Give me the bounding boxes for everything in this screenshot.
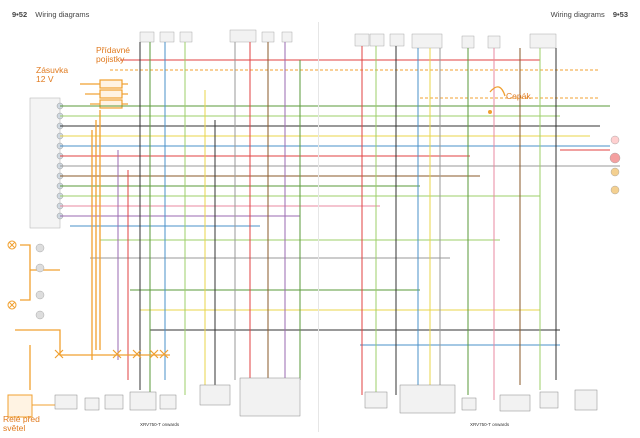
lamps-right <box>609 135 621 195</box>
page-number-left: 9•52 <box>12 10 28 19</box>
top-connectors-right <box>354 33 557 49</box>
page-gutter <box>318 22 319 432</box>
model-caption-right: XRV750-T onwards <box>470 422 510 427</box>
relay-annotation: Relé před světel <box>3 414 40 433</box>
connector-annotation: Cepák <box>506 91 531 101</box>
added-orange-wiring <box>15 110 170 390</box>
socket-annotation: Zásuvka 12 V <box>36 65 69 84</box>
page-title-right: Wiring diagrams <box>550 10 605 19</box>
extra-fuses-annotation: Přídavné pojistky <box>96 45 131 64</box>
switch-panel <box>29 97 64 229</box>
relay-box <box>7 394 33 418</box>
page-number-right: 9•53 <box>612 10 628 19</box>
page-title-left: Wiring diagrams <box>35 10 90 19</box>
indicator-bulbs-left <box>35 243 45 320</box>
bottom-connectors-right <box>364 384 598 414</box>
wire-harness <box>60 42 620 400</box>
header-left: 9•52 Wiring diagrams <box>12 10 89 19</box>
lamp-symbols <box>7 240 17 310</box>
bottom-connectors-left <box>54 377 301 417</box>
header-right: Wiring diagrams 9•53 <box>551 10 628 19</box>
cut-marks <box>54 349 169 359</box>
connector-marker <box>489 86 506 97</box>
extra-fuse-block <box>80 79 128 109</box>
model-caption-left: XRV750-T onwards <box>140 422 180 427</box>
top-connectors-left <box>139 29 293 43</box>
connector-dot <box>488 110 492 114</box>
